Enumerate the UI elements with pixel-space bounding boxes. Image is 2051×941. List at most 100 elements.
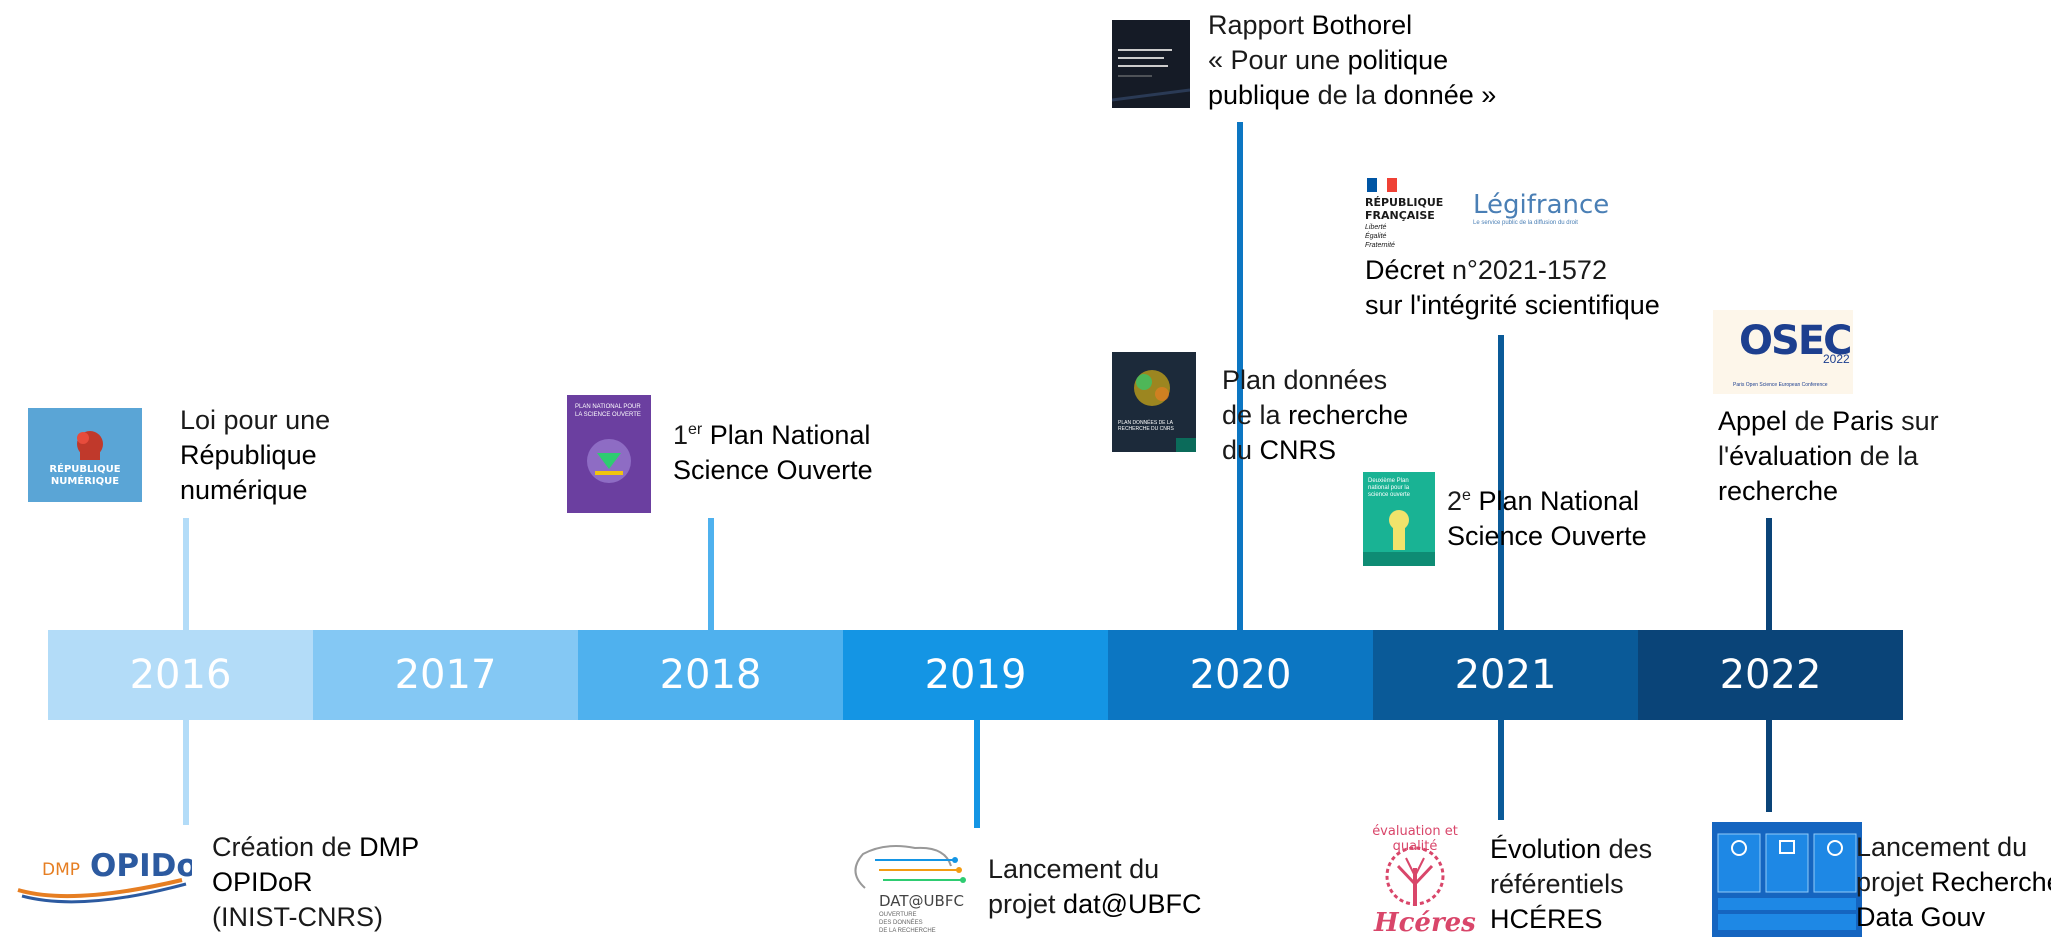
event-2016-bottom-text: Création de DMP OPIDoR (INIST-CNRS) — [212, 830, 419, 935]
text-line: publique de la donnée » — [1208, 80, 1497, 110]
event-2016-top-text: Loi pour une République numérique — [180, 403, 330, 508]
text-line: projet dat@UBFC — [988, 889, 1202, 919]
text-line: Plan données — [1222, 365, 1388, 395]
cover-text: Deuxième Plan national pour la science o… — [1368, 478, 1411, 498]
event-2020-top-text: Rapport Bothorel « Pour une politique pu… — [1208, 8, 1496, 113]
osec-logo-sub: Paris Open Science European Conference — [1733, 382, 1828, 388]
year-label: 2020 — [1189, 652, 1292, 698]
opidor-swoosh-icon — [17, 878, 187, 904]
text-line: Évolution des — [1490, 834, 1653, 864]
cover-keyhole-icon — [1363, 510, 1435, 566]
hceres-word: Hcéres — [1374, 908, 1476, 938]
connector-2021-bottom — [1498, 720, 1504, 820]
text-line: l'évaluation de la — [1718, 441, 1919, 471]
year-label: 2021 — [1454, 652, 1557, 698]
legifrance-title: Légifrance — [1473, 190, 1610, 220]
text-line: OPIDoR — [212, 867, 313, 897]
rapport-bothorel-cover — [1112, 20, 1190, 108]
event-2022-bottom-text: Lancement du projet Recherche Data Gouv — [1856, 830, 2051, 935]
legifrance-subtitle: Le service public de la diffusion du dro… — [1473, 220, 1578, 226]
year-label: 2022 — [1719, 652, 1822, 698]
year-2019: 2019 — [843, 630, 1108, 720]
text-line: Science Ouverte — [1447, 521, 1647, 551]
connector-2016-top — [183, 518, 189, 630]
text-line: Décret n°2021-1572 — [1365, 255, 1607, 285]
text-line: Data Gouv — [1856, 902, 1986, 932]
dat-ubfc-logo: DAT@UBFC OUVERTURE DES DONNÉES DE LA REC… — [835, 842, 975, 938]
text-line: Rapport Bothorel — [1208, 10, 1413, 40]
rf-motto1: Liberté — [1365, 224, 1387, 231]
osec-logo-text: OSEC — [1739, 318, 1852, 364]
text-line: « Pour une politique — [1208, 45, 1449, 75]
text-line: République — [180, 440, 317, 470]
french-flag-icon — [1367, 178, 1397, 192]
text-line: 2e Plan National — [1447, 486, 1640, 516]
text-line: numérique — [180, 475, 308, 505]
text-line: recherche — [1718, 476, 1839, 506]
osec-2022-logo: OSEC 2022 Paris Open Science European Co… — [1713, 310, 1853, 394]
rf-line1: RÉPUBLIQUE — [1365, 196, 1444, 209]
text-line: du CNRS — [1222, 435, 1337, 465]
dat-ubfc-sub3: DE LA RECHERCHE — [879, 928, 936, 934]
text-line: Lancement du — [1856, 832, 2028, 862]
text-line: (INIST-CNRS) — [212, 902, 383, 932]
tree-icon — [1385, 846, 1445, 906]
event-2021-top-text: Décret n°2021-1572 sur l'intégrité scien… — [1365, 253, 1660, 323]
text-line: Lancement du — [988, 854, 1160, 884]
event-2022-top-text: Appel de Paris sur l'évaluation de la re… — [1718, 404, 1939, 509]
year-2022: 2022 — [1638, 630, 1903, 720]
plan-national-cover-2: Deuxième Plan national pour la science o… — [1363, 472, 1435, 566]
dat-ubfc-brain-icon — [854, 845, 966, 889]
rf-line2: FRANÇAISE — [1365, 209, 1435, 222]
text-line: HCÉRES — [1490, 904, 1603, 934]
cover-text: PLAN DONNÉES DE LA RECHERCHE DU CNRS — [1118, 420, 1174, 432]
cover-text: PLAN NATIONAL POUR LA SCIENCE OUVERTE — [575, 404, 641, 418]
year-2018: 2018 — [578, 630, 843, 720]
text-line: Création de DMP — [212, 832, 420, 862]
connector-2019-bottom — [974, 720, 980, 828]
connector-2020-top — [1237, 122, 1243, 630]
connector-2018-top — [708, 518, 714, 630]
year-2020: 2020 — [1108, 630, 1373, 720]
connector-2022-top — [1766, 518, 1772, 630]
text-line: de la recherche — [1222, 400, 1409, 430]
dmp-logo-small: DMP — [42, 860, 81, 880]
year-label: 2018 — [659, 652, 762, 698]
plan-donnees-cnrs-cover: PLAN DONNÉES DE LA RECHERCHE DU CNRS — [1112, 352, 1196, 452]
republique-numerique-logo: RÉPUBLIQUE NUMÉRIQUE — [28, 408, 142, 502]
year-label: 2016 — [129, 652, 232, 698]
osec-logo-year: 2022 — [1823, 352, 1850, 366]
report-cover-pattern-icon — [1112, 49, 1190, 102]
text-line: Science Ouverte — [673, 455, 873, 485]
text-line: sur l'intégrité scientifique — [1365, 290, 1660, 320]
dat-ubfc-sub1: OUVERTURE — [879, 912, 917, 918]
year-2016: 2016 — [48, 630, 313, 720]
event-2018-top-text: 1er Plan National Science Ouverte — [673, 418, 873, 488]
text-line: Loi pour une — [180, 405, 331, 435]
hceres-arc-text: évaluation et qualité — [1372, 824, 1458, 854]
connector-2021-top — [1498, 335, 1504, 630]
recherche-data-gouv-screenshot — [1712, 822, 1862, 937]
opidor-logo-big: OPIDoR — [90, 848, 192, 884]
dat-ubfc-logo-text: DAT@UBFC — [879, 892, 964, 910]
data-gouv-dashboard-icon — [1717, 833, 1857, 930]
republique-francaise-logo: RÉPUBLIQUE FRANÇAISE Liberté Égalité Fra… — [1365, 178, 1465, 254]
connector-2022-bottom — [1766, 720, 1772, 812]
cover-illustration-icon — [587, 439, 631, 483]
hceres-logo: évaluation et qualité Hcéres — [1350, 818, 1480, 940]
event-2019-bottom-text: Lancement du projet dat@UBFC — [988, 852, 1202, 922]
plan-national-cover-1: PLAN NATIONAL POUR LA SCIENCE OUVERTE — [567, 395, 651, 513]
year-2017: 2017 — [313, 630, 578, 720]
event-2021-mid-text: 2e Plan National Science Ouverte — [1447, 484, 1647, 554]
event-2021-bottom-text: Évolution des référentiels HCÉRES — [1490, 832, 1652, 937]
rf-motto3: Fraternité — [1365, 242, 1395, 249]
dmp-opidor-logo: DMP OPIDoR — [12, 840, 192, 912]
year-2021: 2021 — [1373, 630, 1638, 720]
legifrance-logo: Légifrance Le service public de la diffu… — [1473, 190, 1623, 230]
connector-2016-bottom — [183, 720, 189, 825]
year-label: 2017 — [394, 652, 497, 698]
cnrs-cover-illustration-icon — [1134, 370, 1196, 452]
text-line: projet Recherche — [1856, 867, 2051, 897]
republique-numerique-logo-text: RÉPUBLIQUE NUMÉRIQUE — [49, 464, 121, 487]
text-line: 1er Plan National — [673, 420, 871, 450]
